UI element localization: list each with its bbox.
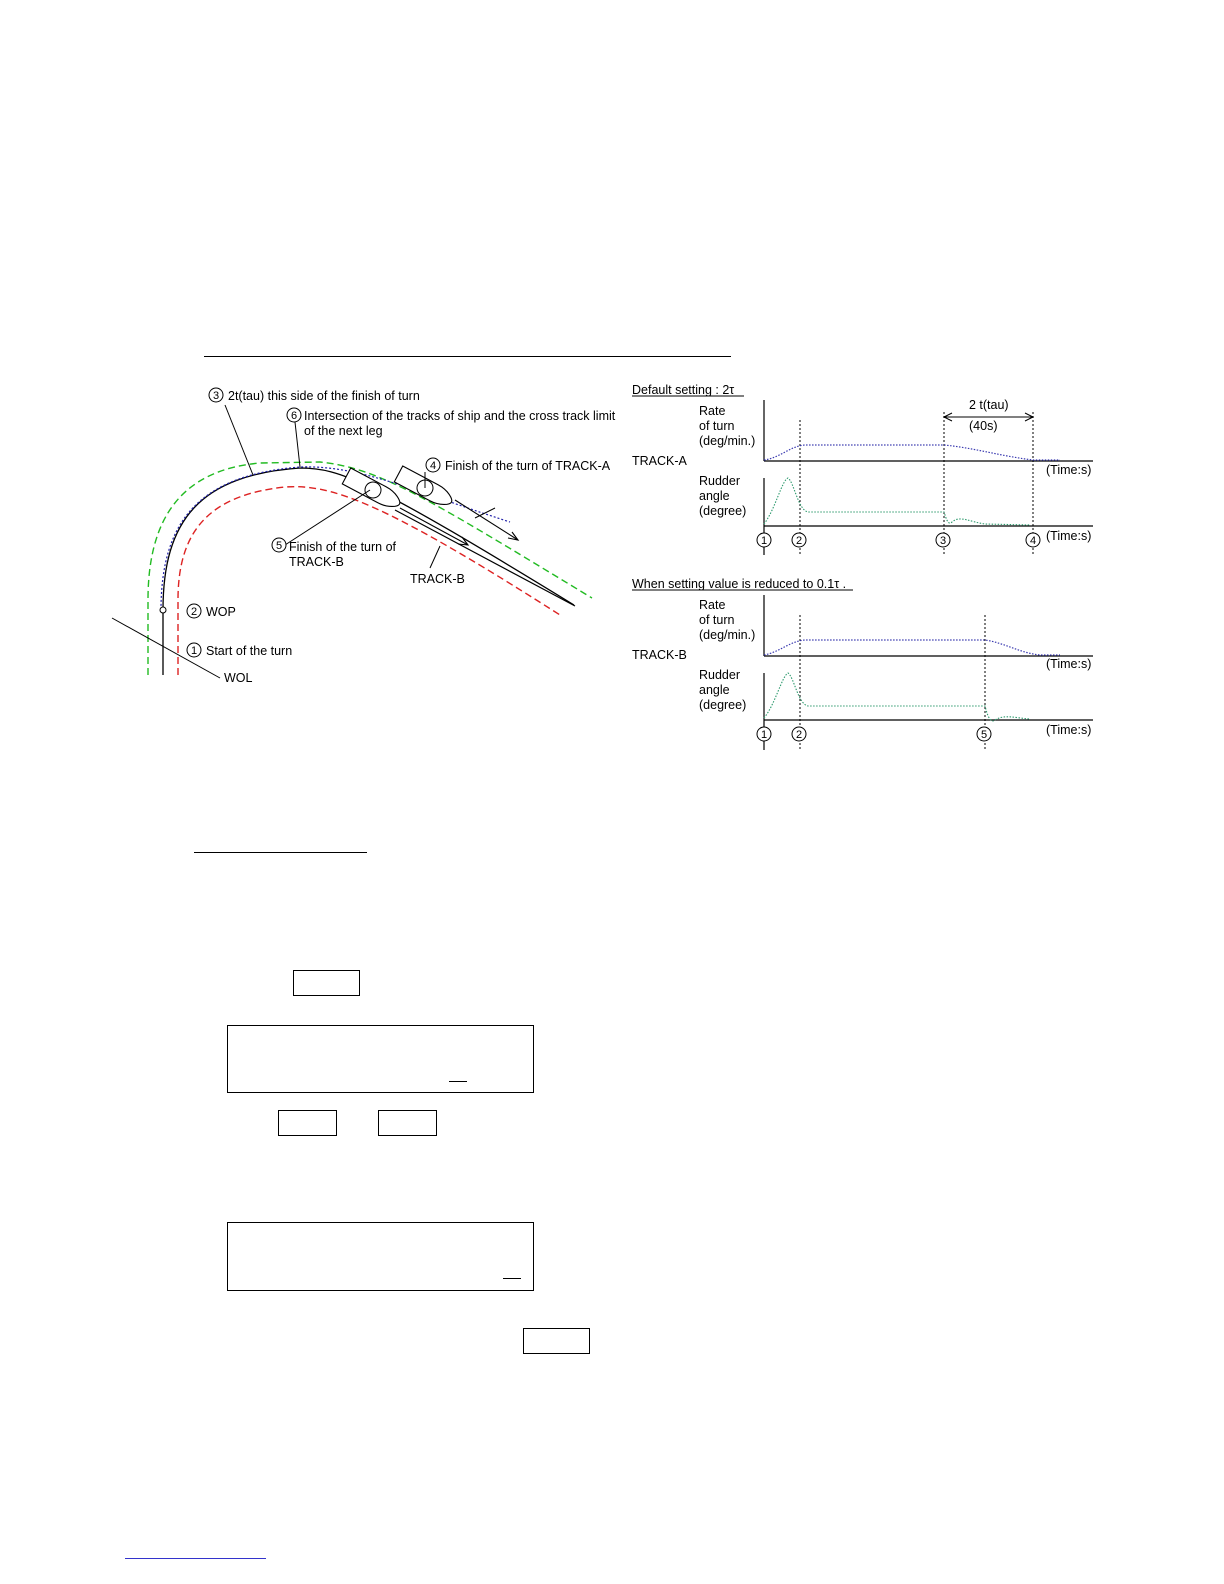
chart-top-marker-3: 3: [935, 532, 951, 548]
chart-top-marker-4: 4: [1025, 532, 1041, 548]
chart-top-marker-2: 2: [791, 532, 807, 548]
svg-text:1: 1: [191, 645, 197, 657]
chart-bottom-rud-l1: Rudder: [699, 668, 740, 682]
leader-6: [294, 421, 301, 468]
chart-top-rudder-curve: [763, 477, 1031, 526]
svg-text:2: 2: [796, 535, 802, 547]
marker-5: 5: [271, 537, 287, 553]
ship-track-a: [160, 466, 511, 611]
chart-top-rate-l1: Rate: [699, 404, 725, 418]
label-5-line2: TRACK-B: [289, 555, 344, 569]
svg-text:2: 2: [191, 606, 197, 618]
chart-bottom-rate-l1: Rate: [699, 598, 725, 612]
svg-text:3: 3: [940, 535, 946, 547]
chart-bottom-rate-l2: of turn: [699, 613, 734, 627]
lcd-display-2: [227, 1222, 534, 1291]
svg-text:2: 2: [796, 729, 802, 741]
marker-2: 2: [186, 603, 202, 619]
chart-bottom-title: When setting value is reduced to 0.1τ .: [632, 577, 846, 591]
interval-label-2: (40s): [969, 419, 997, 433]
subsection-heading-underline: [194, 852, 367, 853]
leader-3: [224, 404, 254, 476]
svg-text:5: 5: [981, 729, 987, 741]
interval-arrow: [942, 412, 1035, 422]
svg-text:1: 1: [761, 729, 767, 741]
ship-a-icon: [393, 465, 453, 506]
leader-5: [284, 489, 371, 546]
chart-top-rate-curve: [763, 444, 1060, 461]
wop-marker: [159, 606, 167, 614]
key-box-2[interactable]: [278, 1110, 337, 1136]
leader-trackb: [429, 545, 441, 569]
svg-text:1: 1: [761, 535, 767, 547]
chart-bottom-time-1: (Time:s): [1046, 657, 1091, 671]
chart-bottom-rate-curve: [763, 639, 1060, 656]
marker-1: 1: [186, 642, 202, 658]
lcd-cursor-2: [503, 1278, 521, 1279]
chart-top-rud-l1: Rudder: [699, 474, 740, 488]
chart-bottom-marker-5: 5: [976, 726, 992, 742]
marker-3: 3: [208, 387, 224, 403]
key-box-4[interactable]: [523, 1328, 590, 1354]
chart-bottom-rud-l2: angle: [699, 683, 730, 697]
svg-text:5: 5: [276, 540, 282, 552]
lcd-cursor-1: [449, 1081, 467, 1082]
interval-label-1: 2 t(tau): [969, 398, 1009, 412]
marker-6: 6: [286, 407, 302, 423]
svg-text:4: 4: [430, 460, 436, 472]
chart-top-rate-l3: (deg/min.): [699, 434, 755, 448]
label-3: 2t(tau) this side of the finish of turn: [228, 389, 420, 403]
chart-top-rud-l3: (degree): [699, 504, 746, 518]
marker-4: 4: [425, 457, 441, 473]
chart-bottom-rate-l3: (deg/min.): [699, 628, 755, 642]
label-start-turn: Start of the turn: [206, 644, 292, 658]
track-b-leg: [394, 509, 576, 607]
chart-bottom-time-2: (Time:s): [1046, 723, 1091, 737]
ship-b-icon: [341, 467, 401, 508]
outer-cross-track-limit: [147, 461, 593, 675]
chart-bottom-marker-2: 2: [791, 726, 807, 742]
chart-top-rate-l2: of turn: [699, 419, 734, 433]
label-wop: WOP: [206, 605, 236, 619]
direction-arrow-a: [454, 499, 520, 541]
chart-bottom-rud-l3: (degree): [699, 698, 746, 712]
label-wol: WOL: [224, 671, 253, 685]
inner-cross-track-limit: [177, 485, 561, 675]
label-6-line2: of the next leg: [304, 424, 383, 438]
chart-top-time-1: (Time:s): [1046, 463, 1091, 477]
turn-track-diagram: 3 6 4 5 2 1 2t(tau) this side of the fin…: [111, 387, 616, 685]
label-4: Finish of the turn of TRACK-A: [445, 459, 611, 473]
chart-top-time-2: (Time:s): [1046, 529, 1091, 543]
planned-track: [162, 467, 575, 675]
rudder-response-charts: Default setting : 2τ TRACK-A Rate of tur…: [632, 383, 1093, 750]
wol-line: [111, 617, 221, 679]
chart-top-rud-l2: angle: [699, 489, 730, 503]
chart-bottom-track: TRACK-B: [632, 648, 687, 662]
chart-bottom-marker-1: 1: [756, 726, 772, 742]
label-5-line1: Finish of the turn of: [289, 540, 397, 554]
key-box-3[interactable]: [378, 1110, 437, 1136]
svg-text:3: 3: [213, 390, 219, 402]
direction-arrow-b: [399, 507, 470, 546]
chart-top-track: TRACK-A: [632, 454, 688, 468]
label-track-b: TRACK-B: [410, 572, 465, 586]
key-box-1[interactable]: [293, 970, 360, 996]
chart-bottom-rudder-curve: [763, 672, 1031, 722]
chart-top-title: Default setting : 2τ: [632, 383, 734, 397]
lcd-display-1: [227, 1025, 534, 1093]
chart-top-marker-1: 1: [756, 532, 772, 548]
footer-link-underline: [125, 1558, 266, 1559]
svg-text:6: 6: [291, 410, 297, 422]
leader-right: [474, 507, 496, 519]
svg-text:4: 4: [1030, 535, 1036, 547]
section-heading-underline: [204, 356, 731, 357]
label-6-line1: Intersection of the tracks of ship and t…: [304, 409, 616, 423]
